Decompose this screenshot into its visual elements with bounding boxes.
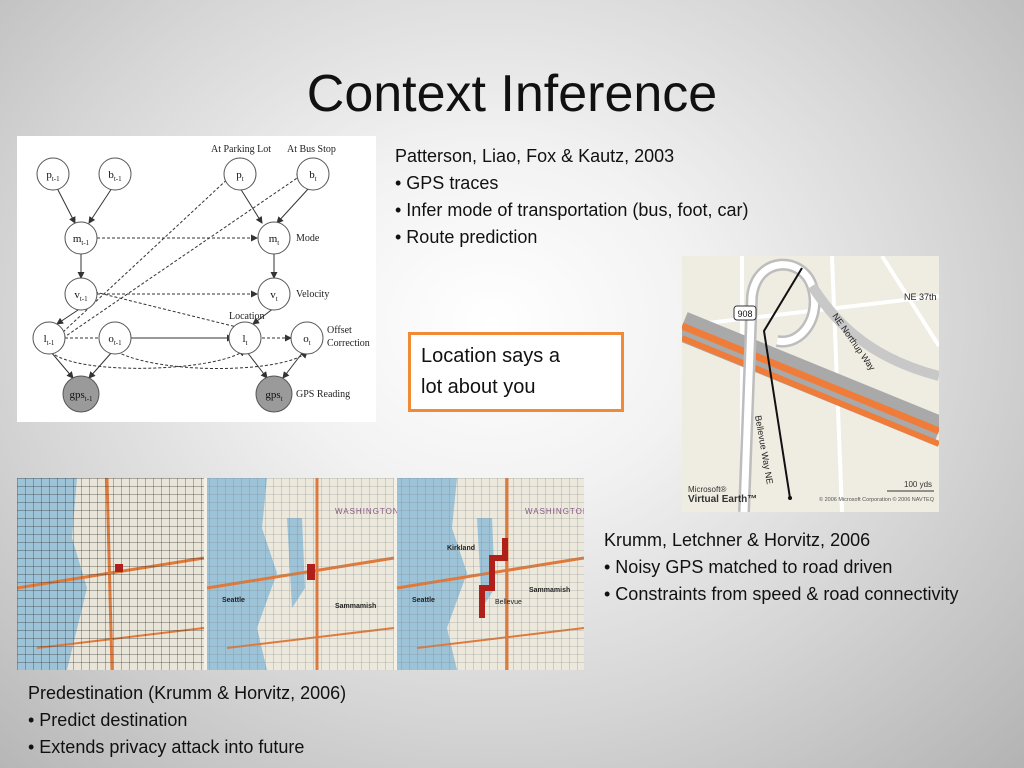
svg-text:vt: vt bbox=[270, 289, 278, 303]
node-b-prev bbox=[98, 157, 132, 191]
pred-city-seattle: Seattle bbox=[222, 597, 245, 604]
road-map-svg: 908 NE 37th NE Northup Way Bellevue Way … bbox=[676, 254, 945, 513]
node-l-t bbox=[228, 321, 262, 355]
predestination-maps-svg: WASHINGTON Seattle Sammamish WASHINGTON … bbox=[16, 477, 589, 671]
route-shield: 908 bbox=[737, 309, 752, 319]
node-b-t bbox=[296, 157, 330, 191]
label-velocity: Velocity bbox=[296, 289, 329, 300]
slide-title: Context Inference bbox=[306, 65, 718, 123]
svg-text:mt: mt bbox=[269, 233, 280, 247]
svg-text:mt-1: mt-1 bbox=[73, 233, 90, 247]
node-gps-t bbox=[255, 375, 293, 413]
krumm-bullet: • Constraints from speed & road connecti… bbox=[604, 584, 959, 604]
pred-city-bellevue: Bellevue bbox=[495, 599, 522, 606]
pred-city-sammamish: Sammamish bbox=[529, 587, 570, 594]
label-mode: Mode bbox=[296, 233, 320, 244]
pred-map-panel-1 bbox=[16, 477, 205, 671]
node-p-prev bbox=[36, 157, 70, 191]
callout-line: Location says a bbox=[421, 345, 560, 367]
patterson-bullet: • GPS traces bbox=[395, 173, 499, 193]
predestination-text: Predestination (Krumm & Horvitz, 2006) •… bbox=[28, 680, 346, 761]
svg-text:gpst: gpst bbox=[265, 389, 282, 403]
pred-city-seattle: Seattle bbox=[412, 597, 435, 604]
svg-text:vt-1: vt-1 bbox=[74, 289, 88, 303]
pred-city-sammamish: Sammamish bbox=[335, 603, 376, 610]
predestination-bullet: • Extends privacy attack into future bbox=[28, 737, 305, 757]
node-p-t bbox=[223, 157, 257, 191]
map-scale: 100 yds bbox=[904, 480, 932, 489]
label-correction: Correction bbox=[327, 338, 370, 349]
header-bus-stop: At Bus Stop bbox=[287, 144, 336, 155]
svg-text:bt: bt bbox=[309, 169, 317, 183]
header-parking-lot: At Parking Lot bbox=[211, 144, 271, 155]
pred-state-label: WASHINGTON bbox=[335, 507, 400, 516]
patterson-bullet: • Infer mode of transportation (bus, foo… bbox=[395, 200, 749, 220]
graphical-model-svg: At Parking Lot At Bus Stop bbox=[32, 144, 370, 413]
pred-city-kirkland: Kirkland bbox=[447, 545, 475, 552]
label-location: Location bbox=[229, 311, 265, 322]
callout-line: lot about you bbox=[421, 376, 536, 398]
patterson-text: Patterson, Liao, Fox & Kautz, 2003 • GPS… bbox=[395, 143, 748, 251]
pred-map-panel-2: WASHINGTON Seattle Sammamish bbox=[206, 478, 400, 670]
svg-text:ot: ot bbox=[303, 333, 311, 347]
dashed-edges bbox=[50, 173, 308, 370]
svg-text:bt-1: bt-1 bbox=[108, 169, 122, 183]
node-l-prev bbox=[32, 321, 66, 355]
krumm-bullet: • Noisy GPS matched to road driven bbox=[604, 557, 893, 577]
node-m-prev bbox=[64, 221, 98, 255]
callout-box: Location says a lot about you bbox=[408, 332, 624, 412]
svg-text:ot-1: ot-1 bbox=[108, 333, 122, 347]
patterson-citation: Patterson, Liao, Fox & Kautz, 2003 bbox=[395, 146, 675, 166]
map-copyright: © 2006 Microsoft Corporation © 2006 NAVT… bbox=[819, 496, 935, 503]
predestination-bullet: • Predict destination bbox=[28, 710, 188, 730]
predestination-citation: Predestination (Krumm & Horvitz, 2006) bbox=[28, 683, 347, 703]
brand-microsoft: Microsoft® bbox=[688, 485, 726, 494]
svg-text:pt-1: pt-1 bbox=[46, 169, 60, 183]
predestination-maps: WASHINGTON Seattle Sammamish WASHINGTON … bbox=[16, 477, 589, 671]
node-m-t bbox=[257, 221, 291, 255]
svg-text:gpst-1: gpst-1 bbox=[69, 389, 93, 403]
krumm-citation: Krumm, Letchner & Horvitz, 2006 bbox=[604, 530, 871, 550]
node-v-t bbox=[257, 277, 291, 311]
label-gps-reading: GPS Reading bbox=[296, 389, 350, 400]
svg-text:lt-1: lt-1 bbox=[44, 333, 55, 347]
road-map-image: 908 NE 37th NE Northup Way Bellevue Way … bbox=[676, 254, 945, 513]
node-gps-prev bbox=[62, 375, 100, 413]
label-offset: Offset bbox=[327, 325, 352, 336]
brand-virtual-earth: Virtual Earth™ bbox=[688, 494, 757, 505]
node-v-prev bbox=[64, 277, 98, 311]
krumm-text: Krumm, Letchner & Horvitz, 2006 • Noisy … bbox=[604, 527, 958, 608]
pred-state-label: WASHINGTON bbox=[525, 507, 584, 516]
svg-text:pt: pt bbox=[236, 169, 244, 183]
svg-text:lt: lt bbox=[242, 333, 247, 347]
graphical-model-diagram: At Parking Lot At Bus Stop bbox=[17, 136, 376, 422]
street-ne-37th: NE 37th bbox=[904, 292, 937, 302]
node-o-t bbox=[290, 321, 324, 355]
pred-map-panel-3: WASHINGTON Kirkland Seattle Bellevue Sam… bbox=[396, 478, 589, 670]
patterson-bullet: • Route prediction bbox=[395, 227, 538, 247]
node-o-prev bbox=[98, 321, 132, 355]
